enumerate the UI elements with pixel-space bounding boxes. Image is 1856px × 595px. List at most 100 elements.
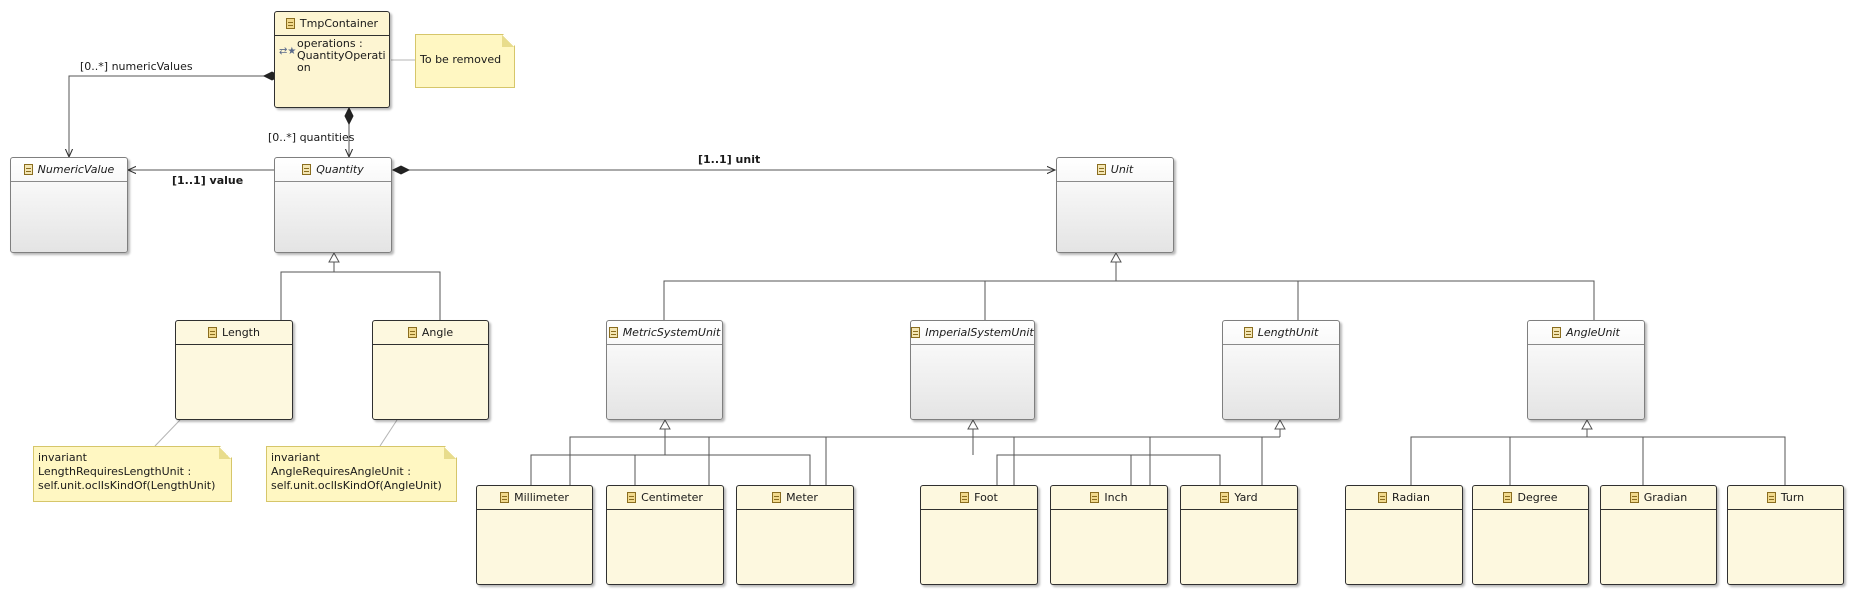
- class-inch-name: Inch: [1104, 491, 1128, 504]
- class-centimeter[interactable]: Centimeter: [606, 485, 724, 585]
- class-numeric-value-name: NumericValue: [37, 163, 115, 176]
- class-tmp-container[interactable]: TmpContainer ⇄★ operations : QuantityOpe…: [274, 11, 390, 108]
- class-yard-name: Yard: [1234, 491, 1258, 504]
- note-length-invariant[interactable]: invariant LengthRequiresLengthUnit : sel…: [33, 446, 232, 502]
- class-foot[interactable]: Foot: [920, 485, 1038, 585]
- class-metric-system-unit-header: MetricSystemUnit: [607, 321, 722, 345]
- class-metric-system-unit[interactable]: MetricSystemUnit: [606, 320, 723, 420]
- class-millimeter-header: Millimeter: [477, 486, 592, 510]
- class-unit-header: Unit: [1057, 158, 1173, 182]
- generalization-metric-system-unit: [530, 418, 811, 485]
- class-turn-header: Turn: [1728, 486, 1843, 510]
- class-radian-header: Radian: [1346, 486, 1462, 510]
- note-length-invariant-line-1: invariant: [38, 451, 87, 464]
- class-icon: [500, 492, 510, 503]
- class-meter[interactable]: Meter: [736, 485, 854, 585]
- class-icon: [407, 327, 417, 338]
- class-degree-header: Degree: [1473, 486, 1588, 510]
- class-icon: [1629, 492, 1639, 503]
- edge-label-value: [1..1] value: [172, 174, 244, 187]
- class-numeric-value-header: NumericValue: [11, 158, 127, 182]
- class-yard[interactable]: Yard: [1180, 485, 1298, 585]
- diamond-quantities: [344, 106, 354, 126]
- class-centimeter-name: Centimeter: [641, 491, 703, 504]
- class-imperial-system-unit-header: ImperialSystemUnit: [911, 321, 1034, 345]
- note-angle-invariant[interactable]: invariant AngleRequiresAngleUnit : self.…: [266, 446, 457, 502]
- class-icon: [1220, 492, 1230, 503]
- class-millimeter[interactable]: Millimeter: [476, 485, 593, 585]
- class-icon: [208, 327, 218, 338]
- class-angle[interactable]: Angle: [372, 320, 489, 420]
- class-tmp-container-header: TmpContainer: [275, 12, 389, 36]
- abstract-class-icon: [302, 164, 312, 175]
- note-angle-invariant-line-3: self.unit.oclIsKindOf(AngleUnit): [271, 479, 442, 492]
- class-yard-header: Yard: [1181, 486, 1297, 510]
- class-icon: [1766, 492, 1776, 503]
- class-meter-header: Meter: [737, 486, 853, 510]
- generalization-imperial-system-unit: [967, 418, 1221, 485]
- class-turn[interactable]: Turn: [1727, 485, 1844, 585]
- class-centimeter-header: Centimeter: [607, 486, 723, 510]
- class-numeric-value[interactable]: NumericValue: [10, 157, 128, 253]
- note-connector-length: [154, 419, 181, 447]
- note-length-invariant-line-2: LengthRequiresLengthUnit :: [38, 465, 192, 478]
- class-length-unit[interactable]: LengthUnit: [1222, 320, 1340, 420]
- note-connector-angle: [379, 419, 398, 447]
- abstract-class-icon: [1096, 164, 1106, 175]
- class-degree-name: Degree: [1517, 491, 1558, 504]
- note-to-be-removed[interactable]: To be removed: [415, 34, 515, 88]
- abstract-class-icon: [608, 327, 618, 338]
- class-tmp-container-name: TmpContainer: [299, 17, 379, 30]
- class-gradian[interactable]: Gradian: [1600, 485, 1717, 585]
- generalization-unit: [663, 251, 1595, 320]
- class-foot-header: Foot: [921, 486, 1037, 510]
- generalization-angle-unit: [1410, 418, 1786, 485]
- edge-numeric-values: [69, 75, 264, 157]
- class-quantity-name: Quantity: [316, 163, 364, 176]
- edge-label-numeric-values: [0..*] numericValues: [80, 60, 193, 73]
- generalization-length-unit: [569, 418, 1286, 485]
- class-radian-name: Radian: [1392, 491, 1430, 504]
- class-angle-unit[interactable]: AngleUnit: [1527, 320, 1645, 420]
- class-inch-header: Inch: [1051, 486, 1167, 510]
- class-unit-name: Unit: [1110, 163, 1134, 176]
- class-angle-unit-header: AngleUnit: [1528, 321, 1644, 345]
- class-inch[interactable]: Inch: [1050, 485, 1168, 585]
- note-angle-invariant-line-1: invariant: [271, 451, 320, 464]
- diamond-unit: [391, 165, 411, 175]
- abstract-class-icon: [1243, 327, 1253, 338]
- class-length-header: Length: [176, 321, 292, 345]
- class-angle-unit-name: AngleUnit: [1566, 326, 1620, 339]
- class-icon: [1090, 492, 1100, 503]
- class-quantity[interactable]: Quantity: [274, 157, 392, 253]
- class-imperial-system-unit-name: ImperialSystemUnit: [925, 326, 1034, 339]
- edge-label-quantities: [0..*] quantities: [268, 131, 355, 144]
- class-foot-name: Foot: [974, 491, 998, 504]
- class-length-unit-name: LengthUnit: [1257, 326, 1319, 339]
- class-metric-system-unit-name: MetricSystemUnit: [622, 326, 721, 339]
- generalization-quantity: [280, 251, 441, 320]
- class-meter-name: Meter: [786, 491, 818, 504]
- class-icon: [627, 492, 637, 503]
- class-length-name: Length: [222, 326, 260, 339]
- class-degree[interactable]: Degree: [1472, 485, 1589, 585]
- class-length[interactable]: Length: [175, 320, 293, 420]
- attribute-operations-text: operations : QuantityOperati on: [297, 37, 386, 74]
- class-turn-name: Turn: [1780, 491, 1805, 504]
- class-millimeter-name: Millimeter: [514, 491, 569, 504]
- abstract-class-icon: [911, 327, 921, 338]
- class-length-unit-header: LengthUnit: [1223, 321, 1339, 345]
- class-icon: [960, 492, 970, 503]
- class-unit[interactable]: Unit: [1056, 157, 1174, 253]
- class-icon: [1378, 492, 1388, 503]
- abstract-class-icon: [1552, 327, 1562, 338]
- class-icon: [1503, 492, 1513, 503]
- class-icon: [285, 18, 295, 29]
- class-imperial-system-unit[interactable]: ImperialSystemUnit: [910, 320, 1035, 420]
- class-quantity-header: Quantity: [275, 158, 391, 182]
- class-gradian-name: Gradian: [1643, 491, 1688, 504]
- class-angle-header: Angle: [373, 321, 488, 345]
- abstract-class-icon: [23, 164, 33, 175]
- class-radian[interactable]: Radian: [1345, 485, 1463, 585]
